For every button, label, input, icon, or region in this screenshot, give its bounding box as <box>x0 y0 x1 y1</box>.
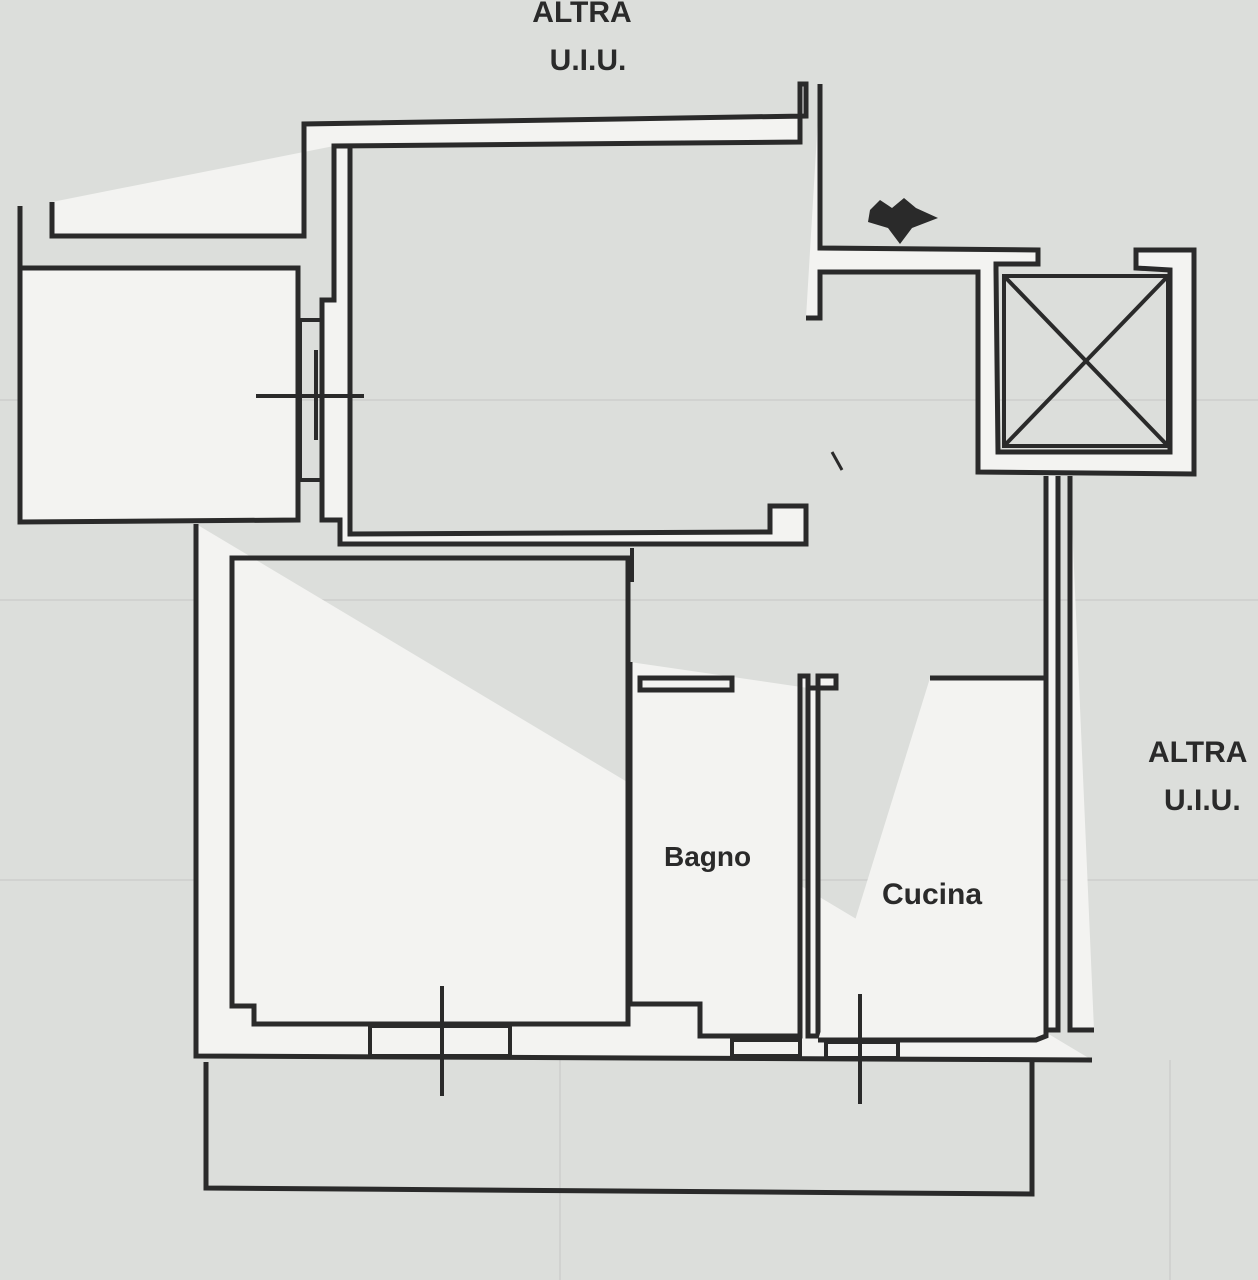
bathroom-top-wall <box>637 675 735 693</box>
elevator-shaft-icon <box>1002 274 1170 448</box>
kitchen-label: Cucina <box>882 878 982 911</box>
window-bath <box>730 1038 802 1058</box>
kitchen-right-wall <box>1043 476 1061 1033</box>
north-arrow-icon <box>868 198 938 244</box>
bathroom-label: Bagno <box>664 841 751 872</box>
core-wall <box>806 84 1197 477</box>
bathroom-wall <box>627 662 839 1039</box>
upper-room-wall <box>49 81 809 547</box>
windows <box>298 318 900 1060</box>
top-unit-label-line1: ALTRA <box>532 0 631 29</box>
door-mark <box>830 451 844 471</box>
living-room-wall <box>229 555 631 1027</box>
window-annex <box>298 318 324 482</box>
kitchen-wall <box>818 675 1049 1043</box>
right-unit-label-line1: ALTRA <box>1148 736 1247 769</box>
top-unit-label-line2: U.I.U. <box>550 44 627 77</box>
right-unit-label-line2: U.I.U. <box>1164 784 1241 817</box>
section-marks <box>256 350 862 1104</box>
core-right-wall <box>1067 476 1094 1033</box>
left-annex-wall <box>17 206 301 525</box>
walls <box>17 81 1197 1063</box>
terrace <box>203 1062 1035 1197</box>
